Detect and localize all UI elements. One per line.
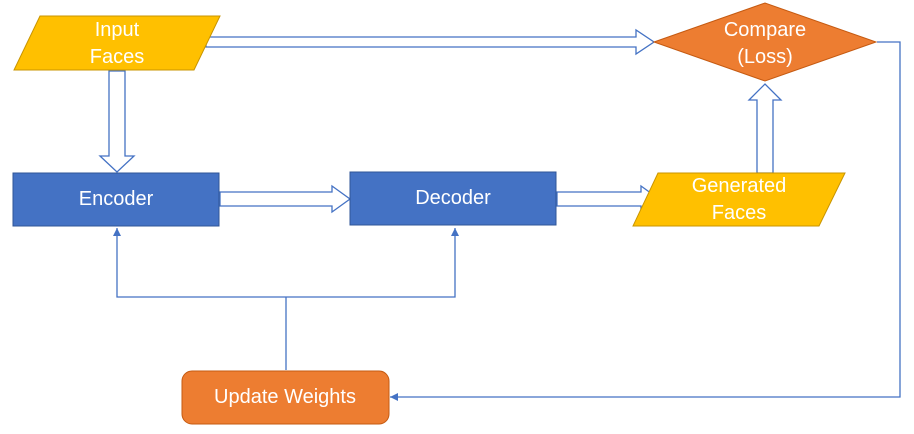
line-update-to-encoder (113, 228, 286, 298)
input-faces-label-line1: Input (95, 19, 140, 41)
generated-faces-label-line1: Generated (692, 175, 787, 197)
decoder-label: Decoder (415, 187, 491, 209)
generated-faces-shape (632, 172, 846, 227)
encoder-label: Encoder (79, 188, 154, 210)
line-update-to-decoder (286, 228, 459, 298)
input-faces-label-line2: Faces (90, 46, 144, 68)
feedback-lines (113, 41, 901, 401)
encoder-node: Encoder (12, 172, 220, 227)
generated-faces-node: Generated Faces (632, 172, 846, 227)
compare-label-line2: (Loss) (737, 46, 793, 68)
arrow-generated-to-compare (747, 83, 783, 174)
decoder-node: Decoder (349, 171, 557, 226)
input-faces-node: Input Faces (13, 15, 221, 71)
arrow-input-to-compare (205, 28, 656, 56)
line-compare-to-update (390, 41, 901, 401)
compare-label-line1: Compare (724, 19, 806, 41)
encoder-box (12, 172, 220, 227)
arrow-input-to-encoder (98, 70, 136, 173)
generated-faces-label-line2: Faces (712, 202, 766, 224)
arrow-encoder-to-decoder (219, 184, 352, 214)
compare-node: Compare (Loss) (652, 2, 878, 82)
update-weights-node: Update Weights (181, 370, 390, 425)
update-weights-label: Update Weights (214, 386, 356, 408)
block-arrows (98, 28, 783, 214)
input-faces-shape (13, 15, 221, 71)
update-weights-box (181, 370, 390, 425)
compare-diamond (652, 2, 878, 82)
decoder-box (349, 171, 557, 226)
